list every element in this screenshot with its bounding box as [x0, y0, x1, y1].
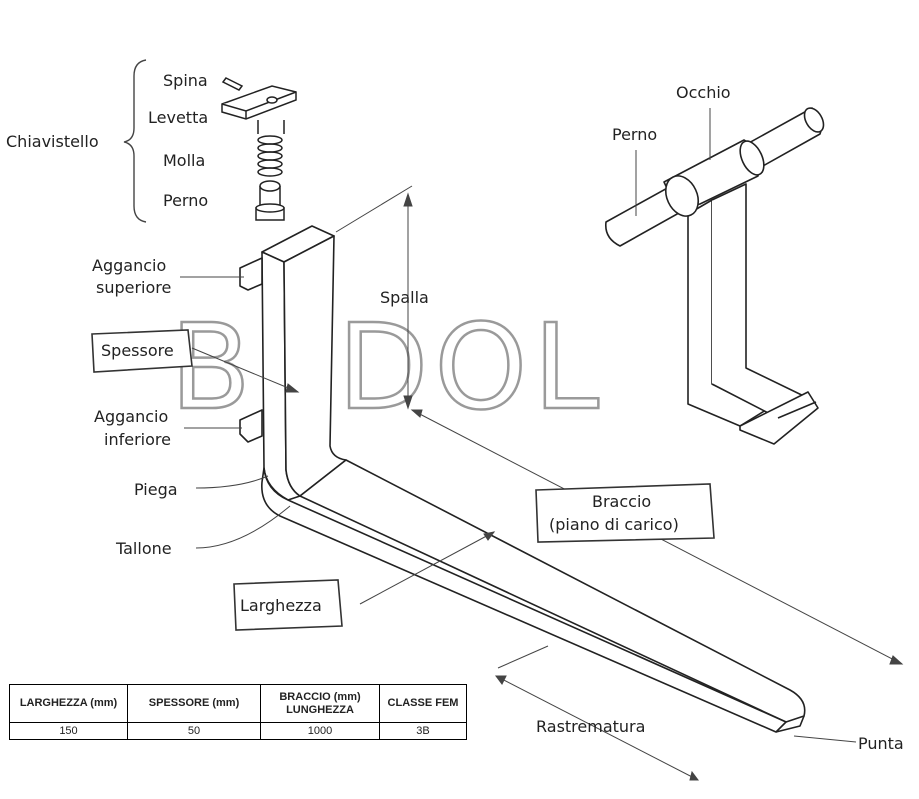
label-aggancio-inferiore-line2: inferiore — [104, 430, 171, 449]
leader-lines — [180, 108, 857, 743]
table-row: 150 50 1000 3B — [9, 722, 467, 740]
label-perno-left: Perno — [163, 191, 208, 210]
spec-table: LARGHEZZA (mm) SPESSORE (mm) BRACCIO (mm… — [9, 684, 467, 740]
spec-cell-larghezza: 150 — [9, 722, 128, 740]
label-perno-right: Perno — [612, 125, 657, 144]
fork-illustration — [239, 225, 806, 733]
chiavistello-brace — [123, 59, 147, 223]
molla-spring-illustration — [257, 120, 285, 177]
label-tallone: Tallone — [115, 539, 172, 558]
eye-detail-illustration — [604, 107, 825, 445]
label-spalla: Spalla — [380, 288, 429, 307]
levetta-illustration — [221, 85, 297, 120]
label-molla: Molla — [163, 151, 205, 170]
latch-assembly — [221, 77, 297, 221]
label-braccio-line1: Braccio — [592, 492, 651, 511]
spec-cell-braccio: 1000 — [260, 722, 380, 740]
spec-header-larghezza: LARGHEZZA (mm) — [9, 684, 128, 723]
label-rastrematura: Rastrematura — [536, 717, 645, 736]
spec-table-header-row: LARGHEZZA (mm) SPESSORE (mm) BRACCIO (mm… — [9, 684, 467, 723]
label-larghezza: Larghezza — [240, 596, 322, 615]
label-occhio: Occhio — [676, 83, 731, 102]
label-levetta: Levetta — [148, 108, 208, 127]
label-piega: Piega — [134, 480, 178, 499]
spina-pin-illustration — [221, 77, 244, 91]
label-spessore: Spessore — [101, 341, 174, 360]
label-chiavistello: Chiavistello — [6, 132, 99, 151]
perno-pin-illustration — [255, 180, 285, 221]
spec-header-braccio: BRACCIO (mm) LUNGHEZZA — [260, 684, 380, 723]
spec-header-classe: CLASSE FEM — [379, 684, 467, 723]
label-frames — [91, 329, 715, 631]
label-aggancio-inferiore-line1: Aggancio — [94, 407, 168, 426]
watermark: BEDOL — [170, 298, 605, 436]
label-punta: Punta — [858, 734, 904, 753]
spec-cell-classe: 3B — [379, 722, 467, 740]
spec-cell-spessore: 50 — [127, 722, 261, 740]
label-aggancio-superiore-line1: Aggancio — [92, 256, 166, 275]
label-aggancio-superiore-line2: superiore — [96, 278, 171, 297]
label-braccio-line2: (piano di carico) — [549, 515, 679, 534]
spec-header-spessore: SPESSORE (mm) — [127, 684, 261, 723]
label-spina: Spina — [163, 71, 208, 90]
